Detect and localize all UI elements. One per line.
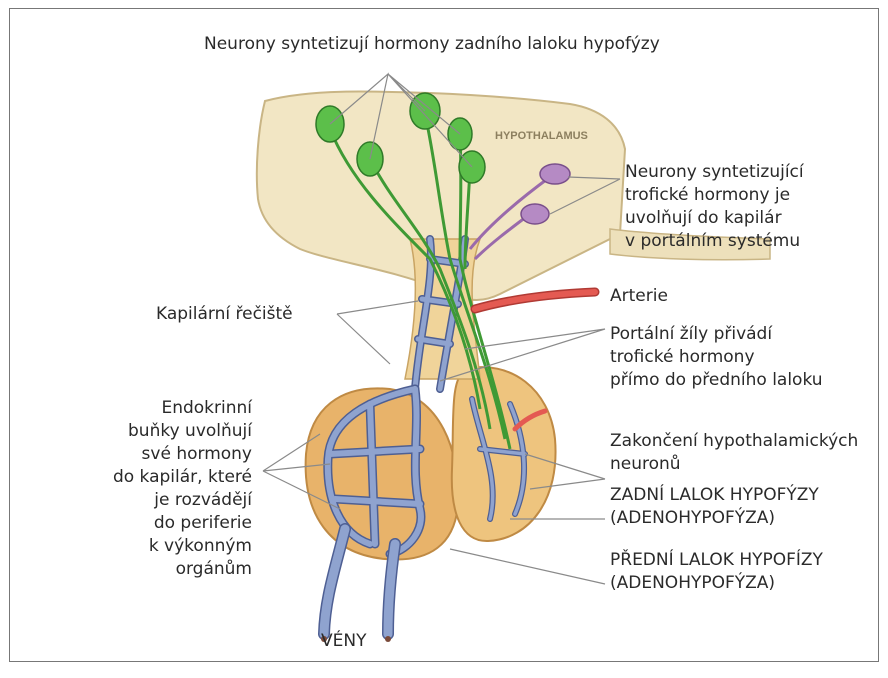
- label-line: v portálním systému: [625, 230, 804, 253]
- label-line: orgánům: [76, 558, 252, 581]
- label-line: uvolňují do kapilár: [625, 207, 804, 230]
- label-anterior-lobe: PŘEDNÍ LALOK HYPOFÍZY (ADENOHYPOFÝZA): [610, 549, 823, 595]
- label-line: své hormony: [76, 443, 252, 466]
- label-line: (ADENOHYPOFÝZA): [610, 507, 819, 530]
- label-portal-veins: Portální žíly přivádí trofické hormony p…: [610, 323, 823, 392]
- label-line: (ADENOHYPOFÝZA): [610, 572, 823, 595]
- label-endocrine-cells: Endokrinní buňky uvolňují své hormony do…: [76, 397, 252, 581]
- label-veins: VÉNY: [321, 630, 366, 653]
- label-line: do kapilár, které: [76, 466, 252, 489]
- hypothalamus-label: HYPOTHALAMUS: [495, 130, 588, 142]
- label-line: Neurony syntetizující: [625, 161, 804, 184]
- diagram-canvas: HYPOTHALAMUS: [9, 8, 879, 662]
- label-nerve-endings: Zakončení hypothalamických neuronů: [610, 430, 858, 476]
- label-line: přímo do předního laloku: [610, 369, 823, 392]
- label-artery: Arterie: [610, 285, 668, 308]
- label-line: PŘEDNÍ LALOK HYPOFÍZY: [610, 549, 823, 572]
- label-line: je rozvádějí: [76, 489, 252, 512]
- label-capillary-bed: Kapilární řečiště: [156, 303, 293, 326]
- label-line: buňky uvolňují: [76, 420, 252, 443]
- label-line: neuronů: [610, 453, 858, 476]
- label-tropic-neurons: Neurony syntetizující trofické hormony j…: [625, 161, 804, 253]
- label-line: Portální žíly přivádí: [610, 323, 823, 346]
- label-line: ZADNÍ LALOK HYPOFÝZY: [610, 484, 819, 507]
- label-line: trofické hormony je: [625, 184, 804, 207]
- label-line: Zakončení hypothalamických: [610, 430, 858, 453]
- label-line: Endokrinní: [76, 397, 252, 420]
- diagram-title: Neurony syntetizují hormony zadního lalo…: [204, 33, 660, 56]
- label-line: do periferie: [76, 512, 252, 535]
- label-posterior-lobe: ZADNÍ LALOK HYPOFÝZY (ADENOHYPOFÝZA): [610, 484, 819, 530]
- label-line: trofické hormony: [610, 346, 823, 369]
- label-line: k výkonným: [76, 535, 252, 558]
